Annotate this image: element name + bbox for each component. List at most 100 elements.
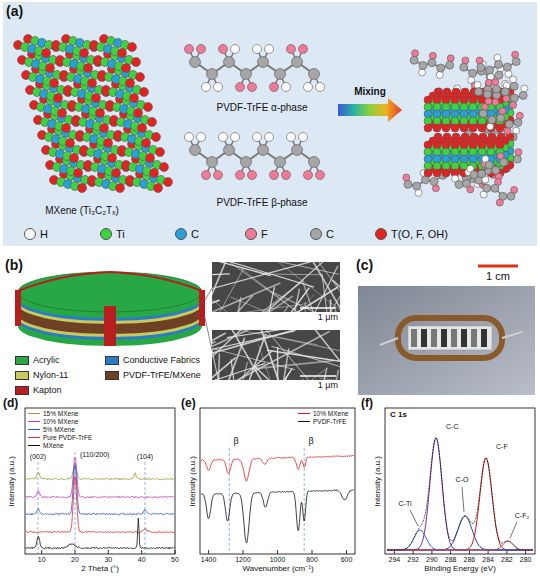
atom	[463, 180, 471, 188]
xps-component	[387, 516, 533, 550]
atom	[108, 154, 117, 163]
atom	[412, 50, 419, 57]
tick-label: 40	[138, 556, 146, 564]
atom	[248, 83, 257, 92]
atom	[92, 94, 101, 103]
legend-item: PVDF-TrFE	[298, 418, 347, 425]
legend-item: C	[310, 228, 334, 240]
legend-text: 10% MXene	[43, 418, 78, 425]
atom	[462, 57, 469, 64]
atom	[214, 171, 223, 180]
panel-letter: (e)	[181, 397, 196, 410]
legend-text: Kapton	[33, 386, 62, 396]
kapton-tape	[199, 290, 205, 326]
atom	[513, 155, 521, 163]
photo	[358, 286, 535, 395]
atom	[505, 120, 513, 128]
atom	[132, 58, 141, 67]
atom	[275, 69, 286, 80]
atom	[424, 169, 432, 177]
panel-letter: (a)	[6, 4, 23, 19]
xrd-curve	[26, 457, 175, 498]
legend-text: Nylon-11	[33, 371, 68, 381]
tick	[469, 550, 470, 554]
atom	[424, 124, 432, 132]
atom	[403, 174, 410, 181]
atom	[292, 57, 303, 68]
tick-label: 290	[426, 556, 438, 564]
leader-line	[205, 288, 212, 300]
legend-item: MXene	[28, 442, 64, 449]
atom	[479, 109, 487, 117]
atom	[130, 94, 139, 103]
atom	[202, 171, 211, 180]
atom	[515, 149, 522, 156]
atom	[510, 76, 517, 83]
tick	[208, 550, 209, 554]
atom	[265, 45, 274, 54]
polymer-chain	[185, 45, 325, 92]
atom	[299, 133, 308, 142]
atom	[138, 124, 147, 133]
polymer-chain	[185, 133, 325, 180]
legend-text: MXene	[43, 442, 64, 449]
atom	[496, 124, 504, 132]
structure-label: PVDF-TrFE α-phase	[217, 102, 308, 113]
tick	[346, 550, 347, 554]
structure-label: MXene (Ti₃C₂Tₓ)	[45, 205, 119, 216]
atom	[224, 145, 235, 156]
tick-label: 50	[171, 556, 179, 564]
tick	[450, 550, 451, 554]
axis-title: Intensity (a.u.)	[189, 456, 198, 507]
legend-swatch	[28, 429, 40, 430]
axis-title: Intensity (a.u.)	[8, 456, 17, 507]
atom	[156, 148, 165, 157]
component-label: C-C	[446, 423, 458, 431]
legend-item: C	[175, 228, 199, 240]
atom	[142, 139, 151, 148]
fibre	[311, 368, 327, 380]
xps-component	[387, 458, 533, 550]
tick	[312, 550, 313, 554]
process-label: Mixing	[354, 86, 386, 97]
atom	[197, 133, 206, 142]
atom	[270, 171, 279, 180]
atom	[488, 116, 496, 124]
atom	[287, 45, 296, 54]
legend-swatch	[15, 371, 29, 380]
atom	[519, 91, 527, 99]
panel-letter: (d)	[3, 397, 18, 410]
atom	[430, 178, 438, 186]
atom	[460, 63, 468, 71]
fibre	[218, 353, 219, 380]
atom	[510, 101, 517, 108]
atom	[476, 57, 483, 64]
atom	[488, 116, 496, 124]
atom	[492, 79, 499, 86]
atom	[499, 192, 507, 200]
atom	[503, 95, 510, 102]
fibre	[267, 262, 331, 312]
atom	[70, 154, 79, 163]
leader-line	[462, 487, 464, 512]
tick-label: 10	[38, 556, 46, 564]
legend-text: PVDF-TrFE	[313, 418, 347, 425]
panel-letter: (b)	[5, 258, 23, 273]
legend-text: Conductive Fabrics	[123, 356, 200, 366]
atom	[190, 145, 201, 156]
leader-line	[510, 522, 517, 538]
fibre	[227, 296, 293, 312]
legend-swatch	[28, 413, 40, 414]
atom	[144, 103, 153, 112]
kapton-tape	[15, 290, 21, 326]
fibre	[312, 330, 340, 380]
atom	[485, 161, 493, 169]
atom	[231, 45, 240, 54]
atom	[514, 119, 522, 127]
atom	[432, 185, 439, 192]
atom	[126, 79, 135, 88]
tick	[175, 550, 176, 554]
legend-text: T(O, F, OH)	[391, 228, 448, 240]
fibre	[212, 364, 265, 380]
